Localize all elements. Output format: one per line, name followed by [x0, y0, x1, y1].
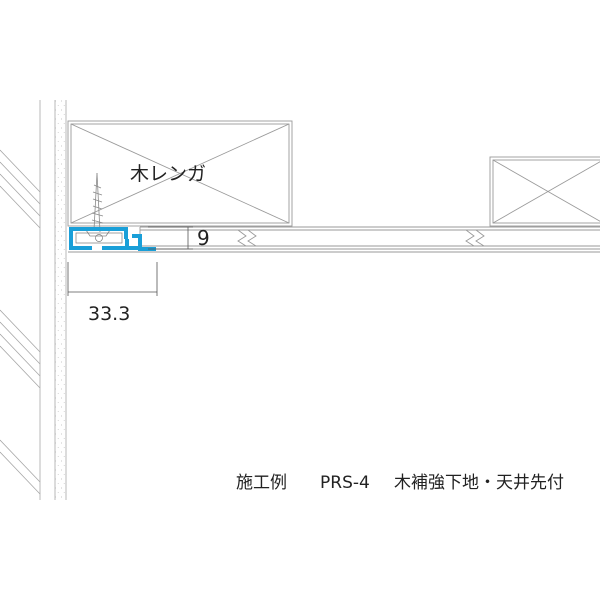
dimension-thickness [148, 226, 193, 250]
aluminium-profile [69, 227, 156, 251]
caption-product: PRS-4 [320, 473, 370, 493]
wood-block-label: 木レンガ [130, 163, 206, 185]
dimension-width [67, 262, 158, 296]
screw [85, 172, 111, 237]
wall-section [0, 100, 67, 500]
caption-condition: 木補強下地・天井先付 [394, 473, 564, 493]
profile-inner-detail [75, 232, 123, 244]
ceiling-board [68, 226, 600, 253]
width-dimension-label: 33.3 [88, 303, 130, 325]
caption-example: 施工例 [236, 473, 287, 493]
thickness-dimension-label: 9 [197, 226, 210, 250]
wood-block-right [489, 156, 600, 227]
wood-block-left [67, 120, 293, 227]
